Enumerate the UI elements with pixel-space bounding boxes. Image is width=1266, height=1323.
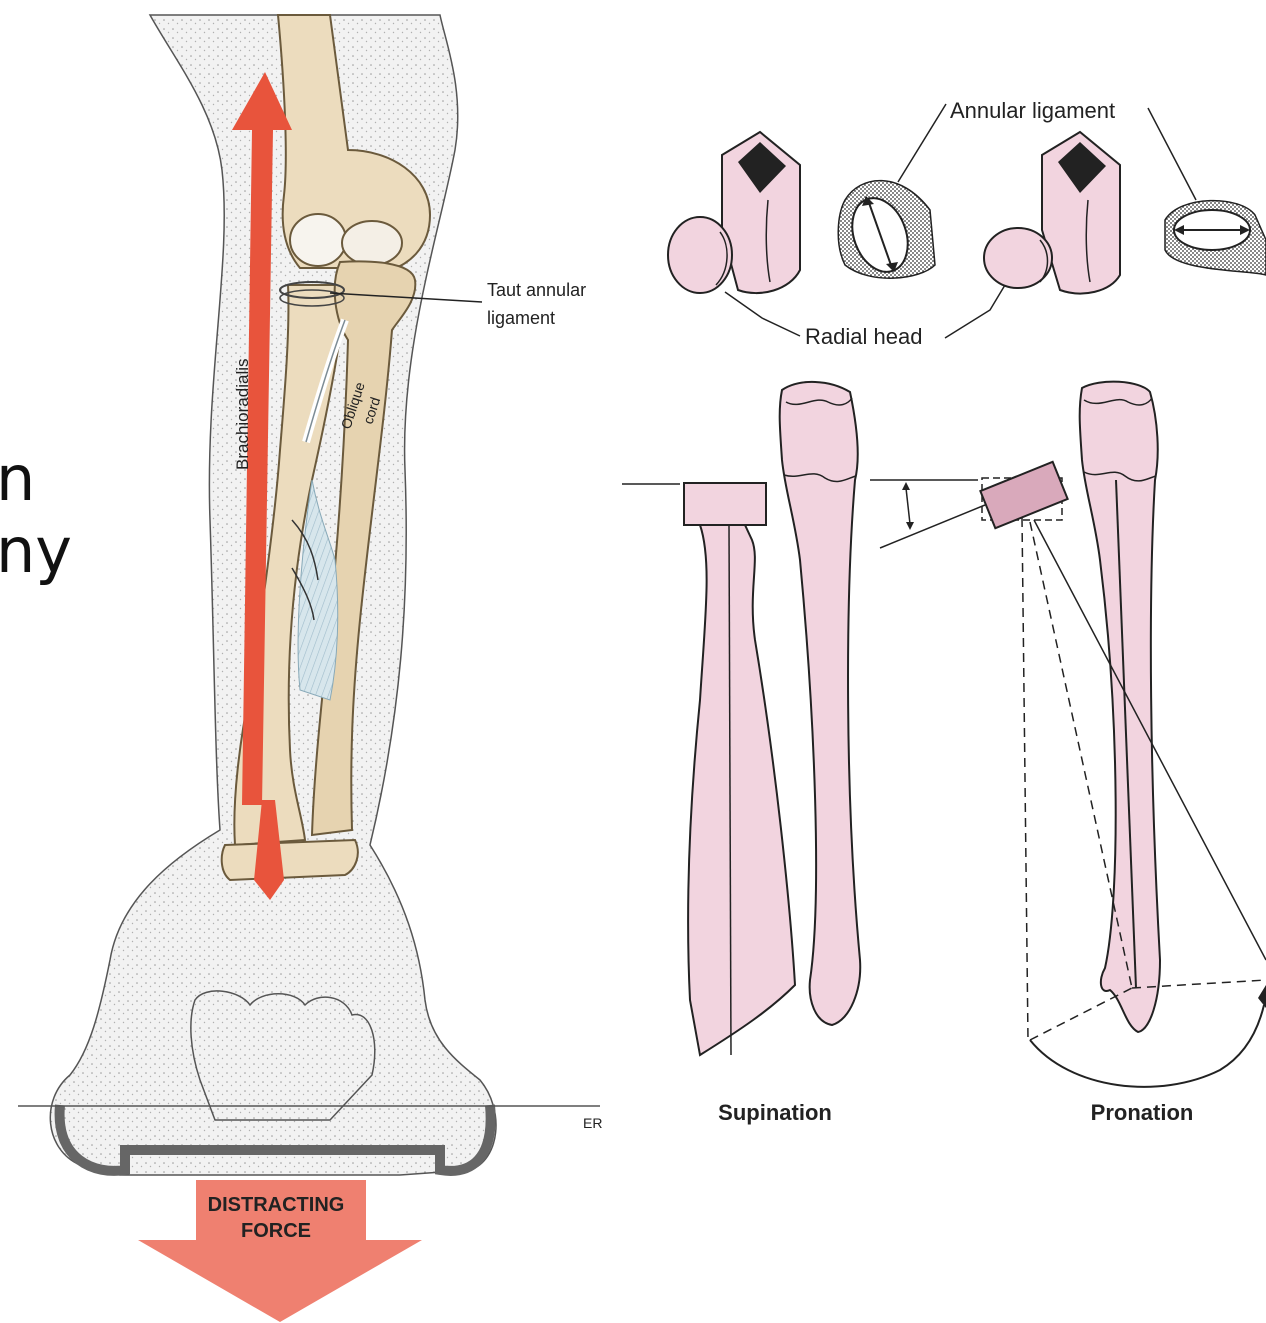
artist-signature: ER [583,1115,602,1131]
radial-head-label: Radial head [805,324,922,349]
angle-line [880,505,985,548]
distracting-force-label-1: DISTRACTING [208,1194,345,1216]
capitulum [290,214,346,266]
annular-ligament-label: Annular ligament [950,98,1115,123]
brachioradialis-label: Brachioradialis [233,359,252,471]
radial-head-leader-right [945,285,1005,338]
rotation-arc-arrowhead [1258,985,1266,1008]
distracting-force-label-2: FORCE [241,1220,311,1242]
rotation-diagrams: Annular ligament Radial head [622,98,1266,1125]
carpal-bones [222,840,358,880]
radial-head-block-supination [684,483,766,525]
dashed-line-3 [1030,988,1132,1040]
supination-label: Supination [718,1100,832,1125]
taut-annular-label-1: Taut annular [487,280,586,300]
radial-head-leader-left [725,292,800,336]
pronation-label: Pronation [1091,1100,1194,1125]
dashed-line-1 [1022,518,1028,1040]
trochlea [342,221,402,265]
radial-head-block-pronation [980,462,1067,528]
angle-arrow [906,488,910,524]
taut-annular-label-2: ligament [487,308,555,328]
annular-leader-left [898,104,946,182]
radial-head-supination [668,217,732,293]
annular-leader-right [1148,108,1196,200]
radius-supination [688,525,795,1055]
arm-illustration: Brachioradialis Oblique cord Taut annula… [18,15,602,1322]
fist [191,991,375,1120]
